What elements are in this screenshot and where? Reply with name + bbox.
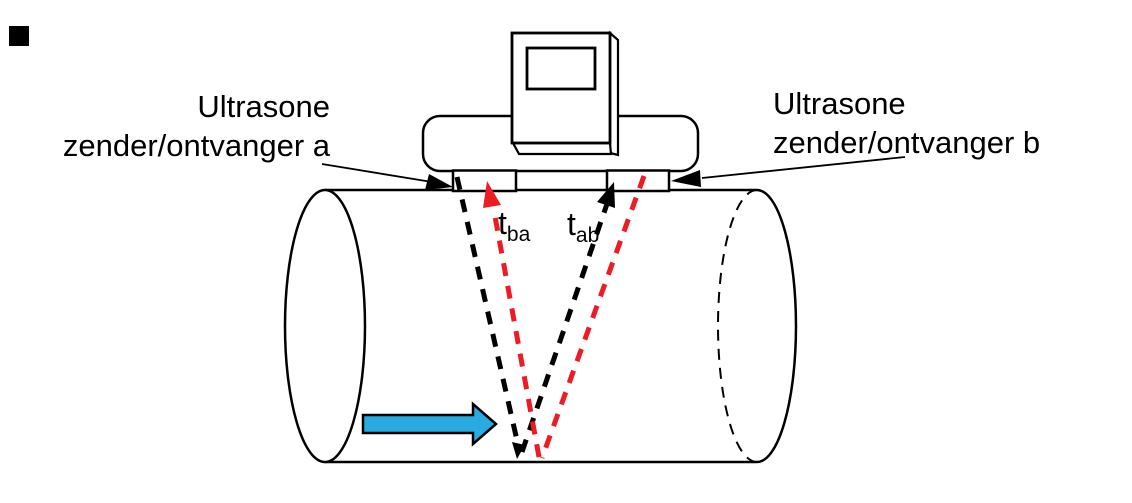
- transducer-b-label: Ultrasone zender/ontvanger b: [773, 84, 1040, 162]
- leader-line-a: [321, 163, 433, 183]
- pipe-right-end-solid-arc: [756, 188, 798, 464]
- signal-path-ba-up-segment: [491, 210, 542, 458]
- pipe-right-end-dashed-arc: [717, 189, 758, 463]
- transducer-b-label-line1: Ultrasone: [773, 86, 906, 121]
- pipe: [283, 188, 798, 464]
- leader-arrowhead-b: [671, 170, 701, 187]
- signal-path-ab-arrowhead: [597, 182, 615, 208]
- leader-arrowhead-a: [425, 174, 453, 190]
- leader-b: [671, 156, 906, 187]
- transducer-b-block: [605, 169, 671, 193]
- leader-a: [321, 163, 453, 190]
- signal-path-ba-arrowhead: [483, 181, 501, 208]
- signal-path-ba: [483, 175, 647, 459]
- transit-time-ba-subscript: ba: [506, 223, 531, 246]
- transit-time-ab-label: tab: [567, 208, 599, 246]
- corner-marker: [9, 26, 29, 46]
- display-unit: [510, 30, 620, 157]
- transducer-a-label-line1: Ultrasone: [197, 89, 330, 124]
- transducer-a-label: Ultrasone zender/ontvanger a: [20, 87, 330, 165]
- transducer-a-block: [451, 169, 518, 193]
- display-unit-bottom-face: [511, 141, 613, 156]
- pipe-left-end: [283, 188, 367, 464]
- transit-time-ab-symbol: t: [567, 206, 576, 242]
- transit-time-ba-label: tba: [498, 207, 530, 245]
- transit-time-ab-subscript: ab: [575, 224, 600, 247]
- leader-line-b: [701, 156, 906, 179]
- flow-direction-arrow: [361, 401, 498, 447]
- display-screen: [525, 46, 597, 91]
- transducer-b-label-line2: zender/ontvanger b: [773, 125, 1041, 160]
- transducer-a-label-line2: zender/ontvanger a: [62, 128, 330, 163]
- transit-time-ba-symbol: t: [498, 205, 507, 241]
- signal-path-ab-down-segment: [454, 176, 522, 450]
- signal-path-ab: [454, 176, 615, 459]
- signal-path-ba-down-segment: [539, 175, 647, 459]
